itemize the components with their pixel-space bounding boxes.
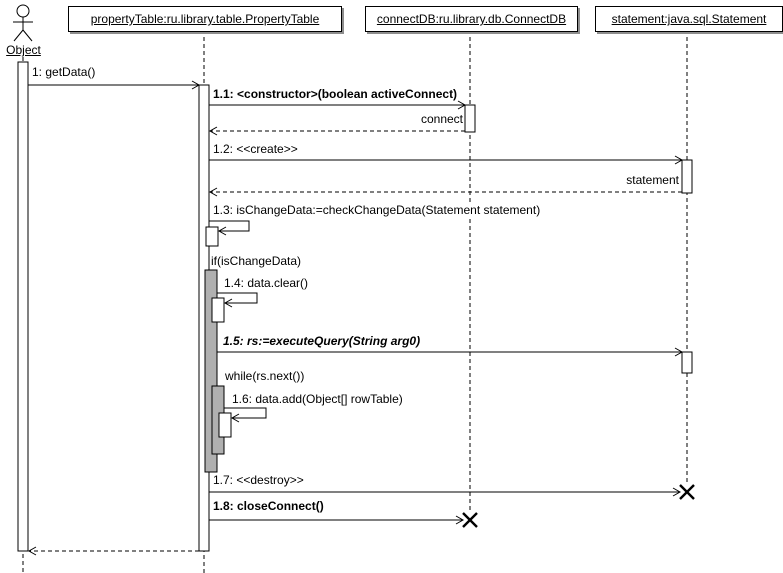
actor-activation-bar <box>17 61 29 552</box>
ret-label-statement: statement <box>578 174 680 187</box>
msg-label-executequery: 1.5: rs:=executeQuery(String arg0) <box>222 334 422 348</box>
msg-closeconnect-arrowhead <box>455 515 465 525</box>
destroy-x-connectdb <box>462 512 478 528</box>
statement-activation-query <box>681 351 693 374</box>
msg-executequery-arrowhead <box>674 347 684 357</box>
msg-getdata-arrowhead <box>191 80 201 90</box>
destroy-x-statement <box>679 484 695 500</box>
msg-checkchangedata-line <box>209 220 250 232</box>
lifeline-header-statement: statement:java.sql.Statement <box>595 6 783 32</box>
ret-statement-arrowhead <box>208 187 218 197</box>
ret-final-arrowhead <box>27 546 37 556</box>
lifeline-header-connectdb: connectDB:ru.library.db.ConnectDB <box>365 6 578 32</box>
actor-label: Object <box>6 43 41 57</box>
fragment-label-if: if(isChangeData) <box>210 254 303 268</box>
msg-destroy-arrowhead <box>672 487 682 497</box>
msg-label-create: 1.2: <<create>> <box>212 142 299 156</box>
ret-label-connect: connect <box>362 113 464 126</box>
msg-dataclear-arrowhead <box>223 298 233 308</box>
activation-dataadd <box>218 412 232 438</box>
activation-checkchangedata <box>205 226 219 247</box>
lifeline-header-propertytable-label: propertyTable:ru.library.table.PropertyT… <box>90 12 320 26</box>
msg-label-checkchangedata: 1.3: isChangeData:=checkChangeData(State… <box>212 203 542 217</box>
msg-constructor-arrowhead <box>457 100 467 110</box>
msg-checkchangedata-arrowhead <box>217 226 227 236</box>
msg-label-dataclear: 1.4: data.clear() <box>223 276 310 290</box>
fragment-label-while: while(rs.next()) <box>224 369 306 383</box>
lifeline-header-statement-label: statement:java.sql.Statement <box>611 12 767 26</box>
msg-dataadd-line <box>224 407 267 419</box>
lifeline-header-propertytable: propertyTable:ru.library.table.PropertyT… <box>68 6 342 32</box>
connectdb-activation-bar <box>464 104 476 133</box>
ret-connect-arrowhead <box>208 126 218 136</box>
msg-label-constructor: 1.1: <constructor>(boolean activeConnect… <box>212 87 459 101</box>
msg-dataclear-line <box>217 292 258 304</box>
msg-dataadd-arrowhead <box>230 413 240 423</box>
msg-label-dataadd: 1.6: data.add(Object[] rowTable) <box>231 392 404 406</box>
msg-label-destroy: 1.7: <<destroy>> <box>212 473 305 487</box>
msg-create-arrowhead <box>674 155 684 165</box>
lifeline-header-connectdb-label: connectDB:ru.library.db.ConnectDB <box>376 12 567 26</box>
statement-activation-create <box>681 159 693 194</box>
activation-dataclear <box>211 297 225 323</box>
msg-label-closeconnect: 1.8: closeConnect() <box>212 499 325 513</box>
msg-label-getdata: 1: getData() <box>31 65 97 79</box>
actor-icon <box>13 4 33 42</box>
actor-head <box>16 4 30 18</box>
